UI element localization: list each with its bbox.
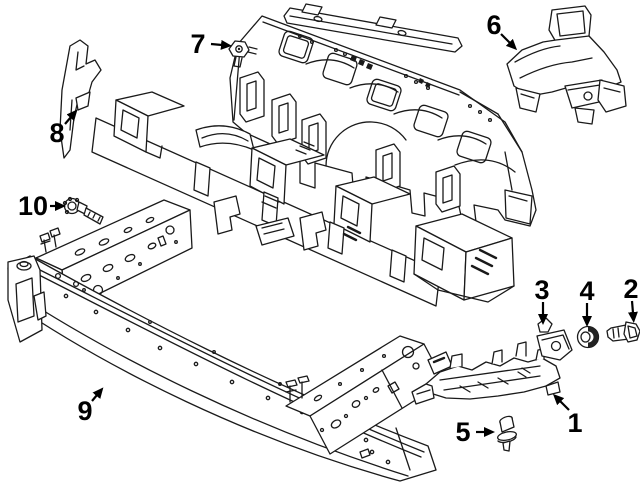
part-7-clip[interactable]: [228, 40, 258, 68]
rail-holes: [74, 216, 178, 296]
grille-openings: [278, 30, 492, 164]
part-1-bracket[interactable]: [411, 341, 561, 405]
part-8-energy-absorber[interactable]: [59, 39, 515, 307]
part-3-bracket[interactable]: [536, 317, 573, 361]
bracket-hole: [550, 340, 562, 352]
part-5-screw[interactable]: [497, 415, 517, 452]
callout-2-arrow: [627, 300, 638, 323]
panel-clip-marks: [350, 55, 431, 88]
callout-6-arrow: [500, 33, 518, 51]
callout-3-label[interactable]: 3: [534, 275, 549, 305]
callout-5[interactable]: 5: [455, 417, 495, 447]
fan-opening-arc: [325, 121, 407, 167]
callout-7[interactable]: 7: [190, 29, 232, 59]
callout-1[interactable]: 1: [552, 393, 583, 438]
callout-6-label[interactable]: 6: [486, 10, 501, 40]
part-2-screw[interactable]: [606, 321, 640, 343]
part-10-bolt[interactable]: [62, 196, 104, 225]
callout-8[interactable]: 8: [49, 109, 78, 148]
callout-9-label[interactable]: 9: [77, 396, 92, 426]
callout-9[interactable]: 9: [77, 387, 104, 426]
part-right-frame-rail[interactable]: [285, 335, 453, 455]
callout-3[interactable]: 3: [534, 275, 550, 325]
callout-5-label[interactable]: 5: [455, 417, 470, 447]
panel-rivet-dots: [297, 33, 493, 123]
callout-10-label[interactable]: 10: [18, 191, 48, 221]
callout-7-label[interactable]: 7: [190, 29, 205, 59]
callout-9-arrow: [91, 387, 104, 402]
callout-4[interactable]: 4: [579, 276, 595, 327]
rail-right-holes: [313, 345, 420, 433]
callout-8-label[interactable]: 8: [49, 118, 64, 148]
part-radiator-support-brace[interactable]: [283, 3, 463, 53]
callout-8-arrow: [64, 109, 78, 125]
part-4-grommet[interactable]: [576, 325, 600, 349]
callout-7-arrow: [210, 39, 232, 50]
bolt-hole: [583, 91, 593, 101]
callout-4-label[interactable]: 4: [579, 276, 594, 306]
callout-2[interactable]: 2: [623, 274, 639, 323]
callout-1-arrow: [552, 393, 570, 411]
callout-1-label[interactable]: 1: [567, 408, 582, 438]
callout-10[interactable]: 10: [18, 191, 66, 221]
callout-2-label[interactable]: 2: [623, 274, 638, 304]
callout-6[interactable]: 6: [486, 10, 518, 51]
part-6-bracket[interactable]: [506, 5, 627, 125]
